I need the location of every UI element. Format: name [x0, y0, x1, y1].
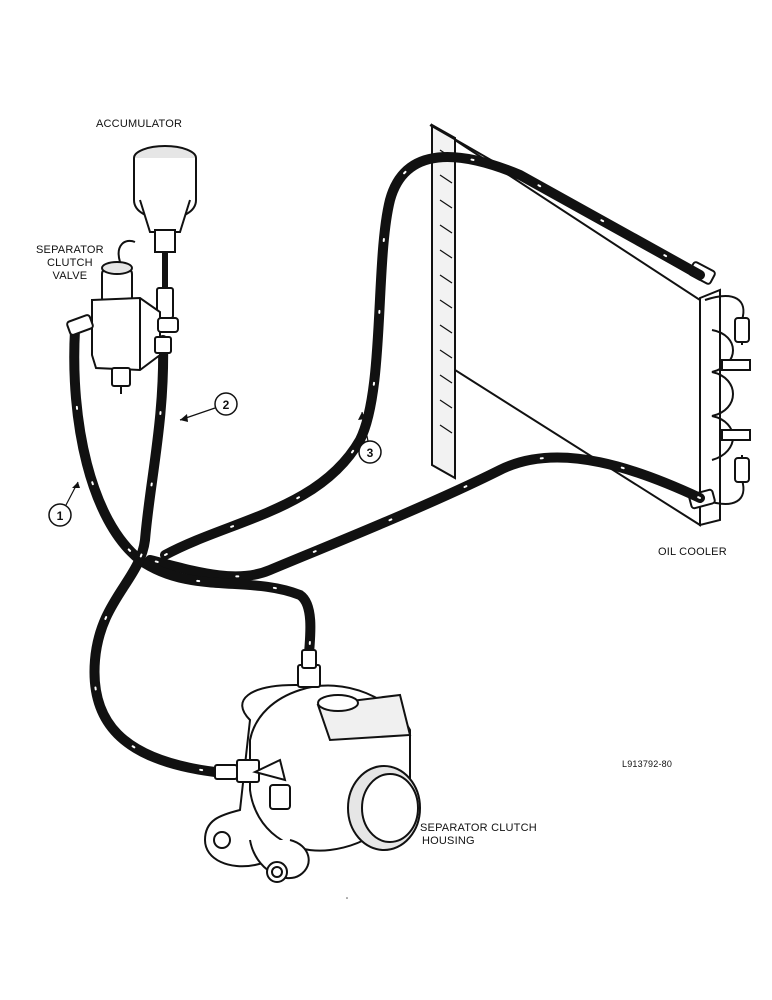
callout-1: 1: [48, 481, 80, 527]
callout-3: 3: [358, 411, 382, 464]
label-accumulator: ACCUMULATOR: [96, 118, 183, 130]
label-separator-clutch-valve-line-3: VALVE: [52, 270, 88, 282]
hose-2: [89, 335, 220, 777]
hose-3: [160, 152, 705, 560]
label-oil-cooler: OIL COOLER: [658, 546, 727, 558]
label-separator-clutch-housing: SEPARATOR CLUTCH HOUSING: [420, 822, 537, 848]
separator-clutch-valve: [66, 240, 179, 394]
label-separator-clutch-valve-line-2: CLUTCH: [47, 257, 93, 269]
hoses: [69, 152, 705, 777]
label-separator-clutch-valve-line-1: SEPARATOR: [36, 244, 104, 256]
label-separator-clutch-housing-line-1: SEPARATOR CLUTCH: [420, 822, 537, 834]
label-separator-clutch-valve: SEPARATOR CLUTCH VALVE: [36, 244, 104, 283]
accumulator: [133, 145, 197, 319]
hose-1: [69, 325, 316, 670]
callout-3-number: 3: [367, 446, 374, 460]
separator-clutch-housing: [203, 649, 421, 883]
callout-2-number: 2: [223, 398, 230, 412]
hose-return: [145, 452, 705, 582]
callout-2: 2: [179, 392, 238, 422]
label-separator-clutch-housing-line-2: HOUSING: [422, 835, 475, 847]
callout-1-number: 1: [57, 509, 64, 523]
drawing-number: L913792-80: [622, 759, 673, 769]
